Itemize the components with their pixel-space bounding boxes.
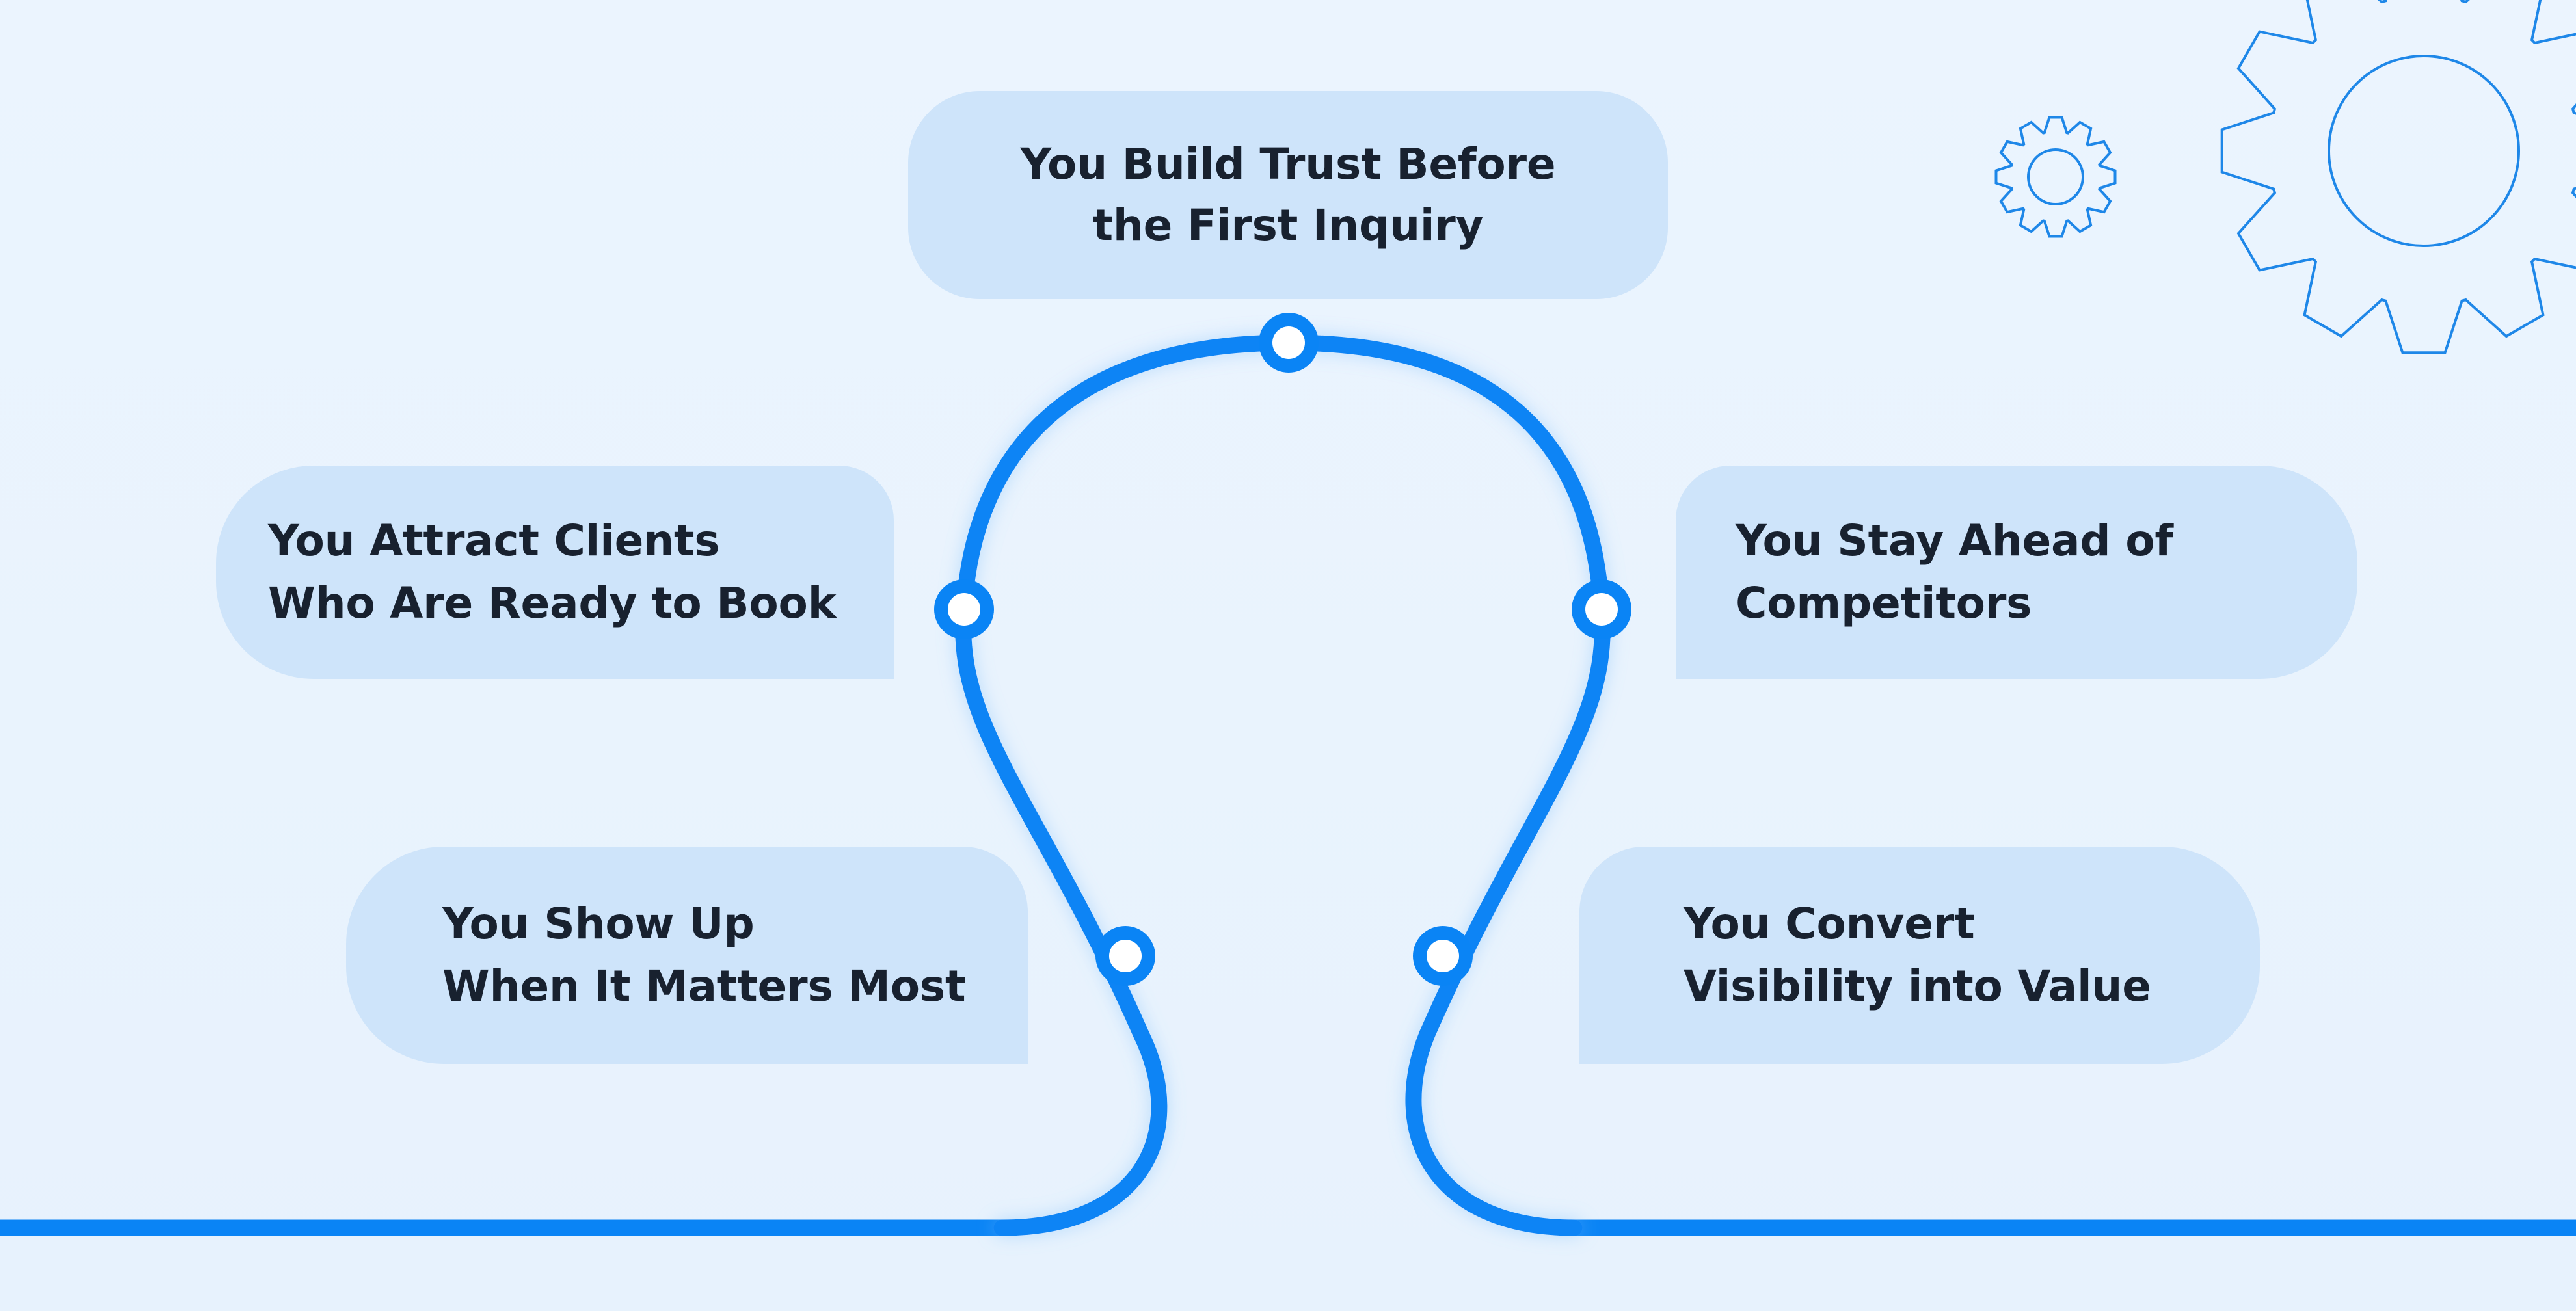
node-left-upper[interactable] [934, 579, 994, 639]
label-card-convert-visibility[interactable]: You Convert Visibility into Value [1579, 847, 2260, 1064]
node-right-lower[interactable] [1413, 926, 1473, 986]
label-card-stay-ahead[interactable]: You Stay Ahead of Competitors [1676, 466, 2357, 679]
node-inner-dot [948, 593, 980, 626]
label-line-1: You Build Trust Before [1021, 134, 1556, 195]
label-line-2: Who Are Ready to Book [268, 572, 894, 635]
node-inner-dot [1109, 940, 1142, 972]
node-right-upper[interactable] [1572, 579, 1631, 639]
label-card-show-up[interactable]: You Show Up When It Matters Most [346, 847, 1028, 1064]
label-line-2: Competitors [1736, 572, 2357, 635]
label-line-2: Visibility into Value [1684, 955, 2260, 1018]
node-inner-dot [1272, 326, 1305, 359]
label-card-attract-clients[interactable]: You Attract Clients Who Are Ready to Boo… [216, 466, 894, 679]
label-line-2: When It Matters Most [442, 955, 1028, 1018]
arch-connector [963, 343, 1603, 1228]
label-line-1: You Convert [1684, 893, 2260, 955]
node-left-lower[interactable] [1095, 926, 1155, 986]
label-line-1: You Attract Clients [268, 510, 894, 572]
node-inner-dot [1585, 593, 1618, 626]
label-line-1: You Stay Ahead of [1736, 510, 2357, 572]
label-line-2: the First Inquiry [1093, 195, 1484, 256]
label-card-build-trust[interactable]: You Build Trust Before the First Inquiry [908, 91, 1668, 299]
node-top[interactable] [1259, 313, 1319, 373]
label-line-1: You Show Up [442, 893, 1028, 955]
node-inner-dot [1427, 940, 1459, 972]
